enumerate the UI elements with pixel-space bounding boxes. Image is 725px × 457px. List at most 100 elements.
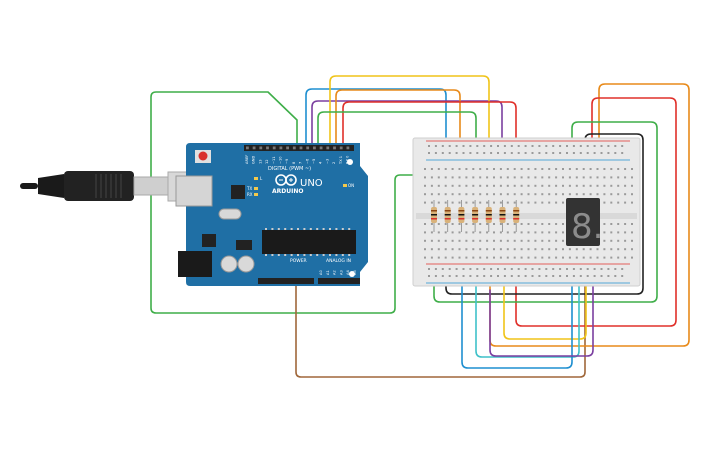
breadboard-hole[interactable] [448,275,451,277]
wire-orange-right[interactable] [489,83,690,347]
breadboard-hole[interactable] [483,145,486,147]
wire-purple-top[interactable] [311,100,503,173]
breadboard-hole[interactable] [451,193,454,196]
breadboard-hole[interactable] [624,256,627,259]
breadboard-hole[interactable] [493,231,495,234]
breadboard-hole[interactable] [538,275,541,277]
breadboard-hole[interactable] [493,201,495,204]
breadboard-hole[interactable] [499,248,502,251]
breadboard-hole[interactable] [575,193,578,196]
breadboard-hole[interactable] [497,268,499,270]
breadboard-hole[interactable] [517,145,520,147]
breadboard-hole[interactable] [610,193,613,196]
breadboard-hole[interactable] [596,168,599,170]
breadboard-hole[interactable] [472,184,475,187]
breadboard-hole[interactable] [534,184,537,187]
seven-segment-display-icon[interactable]: 8. [566,198,603,247]
breadboard-hole[interactable] [451,248,454,251]
breadboard-hole[interactable] [621,152,624,154]
breadboard-hole[interactable] [527,223,530,225]
wire-red-right[interactable] [515,97,677,327]
breadboard-hole[interactable] [614,268,617,270]
breadboard-hole[interactable] [444,248,447,251]
breadboard-hole[interactable] [428,145,430,147]
breadboard-hole[interactable] [545,268,548,270]
breadboard-hole[interactable] [444,239,447,242]
breadboard-hole[interactable] [506,256,509,259]
breadboard-hole[interactable] [541,168,544,170]
breadboard-hole[interactable] [548,168,551,170]
breadboard-hole[interactable] [430,201,433,204]
breadboard-hole[interactable] [586,152,589,154]
breadboard-hole[interactable] [624,231,627,234]
breadboard-hole[interactable] [524,145,527,147]
breadboard-hole[interactable] [520,201,523,204]
breadboard-hole[interactable] [579,152,582,154]
breadboard-hole[interactable] [534,176,537,179]
breadboard-hole[interactable] [562,223,564,225]
breadboard-hole[interactable] [462,268,465,270]
breadboard-hole[interactable] [465,239,468,242]
breadboard-hole[interactable] [548,256,551,259]
header-pin-hole[interactable] [319,146,323,150]
breadboard-hole[interactable] [593,145,596,147]
breadboard-hole[interactable] [631,231,633,234]
breadboard-hole[interactable] [520,193,523,196]
breadboard-hole[interactable] [541,256,544,259]
breadboard-hole[interactable] [520,256,523,259]
breadboard-hole[interactable] [624,176,627,179]
breadboard-hole[interactable] [555,168,558,170]
breadboard-hole[interactable] [462,152,465,154]
breadboard-hole[interactable] [476,145,479,147]
breadboard-hole[interactable] [479,193,482,196]
breadboard-hole[interactable] [600,275,603,277]
breadboard-hole[interactable] [562,201,564,204]
breadboard-hole[interactable] [448,152,451,154]
breadboard-hole[interactable] [603,231,606,234]
breadboard-hole[interactable] [424,256,426,259]
breadboard-hole[interactable] [458,201,461,204]
header-pin-hole[interactable] [286,146,289,150]
breadboard-hole[interactable] [555,184,558,187]
breadboard-hole[interactable] [465,168,468,170]
breadboard-hole[interactable] [562,168,564,170]
breadboard-hole[interactable] [617,176,620,179]
breadboard-hole[interactable] [455,152,458,154]
breadboard-hole[interactable] [499,223,502,225]
breadboard-hole[interactable] [458,239,461,242]
breadboard-hole[interactable] [465,248,468,251]
breadboard-hole[interactable] [458,176,461,179]
breadboard-hole[interactable] [631,184,633,187]
breadboard-hole[interactable] [465,231,468,234]
breadboard-hole[interactable] [444,201,447,204]
breadboard-hole[interactable] [631,168,633,170]
breadboard-hole[interactable] [441,275,444,277]
breadboard-hole[interactable] [455,275,458,277]
breadboard-hole[interactable] [472,239,475,242]
breadboard-hole[interactable] [437,239,440,242]
breadboard-hole[interactable] [465,256,468,259]
breadboard-hole[interactable] [499,184,502,187]
breadboard-hole[interactable] [520,248,523,251]
wire-teal-bottom[interactable] [475,261,580,358]
header-pin-hole[interactable] [279,146,283,150]
breadboard-hole[interactable] [424,239,426,242]
breadboard-hole[interactable] [552,145,555,147]
breadboard-hole[interactable] [486,201,489,204]
breadboard-hole[interactable] [430,231,433,234]
breadboard-hole[interactable] [434,275,437,277]
breadboard-hole[interactable] [555,193,558,196]
breadboard-hole[interactable] [631,248,633,251]
breadboard-hole[interactable] [458,168,461,170]
breadboard-hole[interactable] [552,152,555,154]
breadboard-hole[interactable] [428,268,430,270]
wire-brown[interactable] [295,261,586,378]
breadboard-hole[interactable] [499,239,502,242]
breadboard-hole[interactable] [555,176,558,179]
header-pin-hole[interactable] [252,146,256,150]
breadboard-hole[interactable] [472,223,475,225]
breadboard-hole[interactable] [568,193,571,196]
breadboard-hole[interactable] [579,268,582,270]
breadboard-hole[interactable] [579,275,582,277]
breadboard-hole[interactable] [486,176,489,179]
